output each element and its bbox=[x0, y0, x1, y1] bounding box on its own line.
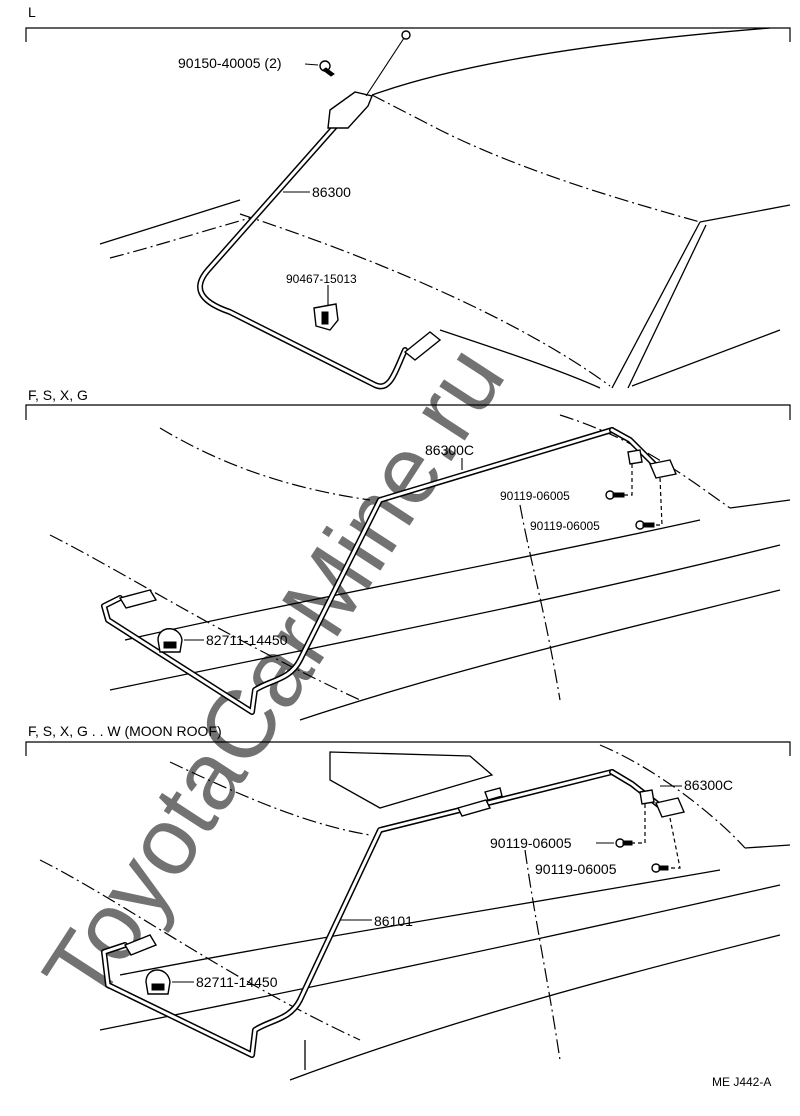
bolt-icon bbox=[605, 490, 625, 500]
harness-clip-icon bbox=[145, 969, 171, 995]
bolt-icon bbox=[319, 60, 335, 77]
trunk-edge-dashed bbox=[39, 859, 361, 1041]
section-fsxg: F, S, X, G 86300C 90119-06005 bbox=[25, 387, 791, 721]
antenna-connector bbox=[118, 589, 158, 609]
deck-line bbox=[699, 204, 791, 223]
clip-icon bbox=[627, 449, 677, 479]
rear-window-edge bbox=[159, 427, 371, 501]
part-label: 90150-40005 (2) bbox=[178, 55, 282, 71]
clip-icon bbox=[313, 303, 339, 331]
section-fsxgw: F, S, X, G . . W (MOON ROOF) 86300C bbox=[25, 723, 791, 1081]
body-mid-line bbox=[124, 519, 701, 641]
part-label: 86300C bbox=[684, 777, 733, 793]
antenna-mast bbox=[365, 37, 405, 97]
section-title: L bbox=[28, 4, 36, 20]
harness-clip-icon bbox=[157, 628, 183, 653]
section-frame bbox=[25, 741, 791, 756]
part-label: 82711-14450 bbox=[206, 632, 288, 648]
clip-icon bbox=[639, 789, 685, 818]
roof-line bbox=[371, 27, 771, 96]
deck-line bbox=[729, 499, 791, 509]
antenna-connector bbox=[456, 799, 492, 817]
left-body-line bbox=[99, 199, 241, 245]
antenna-motor bbox=[327, 91, 373, 129]
body-lower-line bbox=[109, 544, 781, 691]
rear-window-edge bbox=[169, 761, 371, 836]
trunk-edge-dashed bbox=[239, 213, 611, 387]
part-label: 86300 bbox=[312, 184, 351, 200]
part-label: 90467-15013 bbox=[286, 272, 357, 286]
bolt-icon bbox=[615, 838, 633, 848]
trunk-center-dashed bbox=[524, 849, 561, 1061]
antenna-cable bbox=[197, 93, 408, 390]
part-label: 90119-06005 bbox=[530, 519, 600, 533]
section-l: L 90150-40005 (2) 86300 bbox=[25, 4, 791, 390]
antenna-connector bbox=[403, 331, 442, 361]
trunk-center-dashed bbox=[519, 504, 561, 701]
part-label: 86300C bbox=[425, 442, 474, 458]
rear-window-edge bbox=[371, 94, 701, 223]
roof-dashed bbox=[559, 414, 731, 509]
pillar-line bbox=[611, 221, 701, 389]
body-lower-line bbox=[99, 884, 781, 1031]
moon-roof bbox=[329, 751, 494, 809]
body-mid-line bbox=[119, 869, 721, 976]
deck-line bbox=[744, 844, 791, 849]
diagram-code: ME J442-A bbox=[712, 1075, 771, 1089]
bolt-icon bbox=[651, 863, 669, 873]
section-frame bbox=[25, 404, 791, 420]
trunk-edge-dashed bbox=[49, 534, 361, 701]
part-label: 90119-06005 bbox=[535, 861, 617, 877]
body-bottom-line bbox=[289, 934, 781, 1081]
section-frame bbox=[25, 27, 791, 42]
antenna-connector bbox=[123, 934, 158, 956]
bolt-icon bbox=[635, 520, 655, 530]
antenna-tip bbox=[401, 30, 411, 40]
body-bottom-line bbox=[299, 589, 781, 721]
pillar-inner bbox=[627, 224, 707, 389]
left-body-dashed bbox=[109, 217, 251, 259]
part-label: 90119-06005 bbox=[500, 489, 570, 503]
part-label: 86101 bbox=[374, 913, 413, 929]
section-title: F, S, X, G . . W (MOON ROOF) bbox=[28, 723, 222, 739]
section-title: F, S, X, G bbox=[28, 387, 88, 403]
deck-rear-line bbox=[631, 329, 781, 387]
roof-dashed bbox=[599, 744, 746, 849]
part-label: 82711-14450 bbox=[196, 974, 278, 990]
part-label: 90119-06005 bbox=[490, 835, 572, 851]
lower-trunk-line bbox=[439, 329, 601, 389]
